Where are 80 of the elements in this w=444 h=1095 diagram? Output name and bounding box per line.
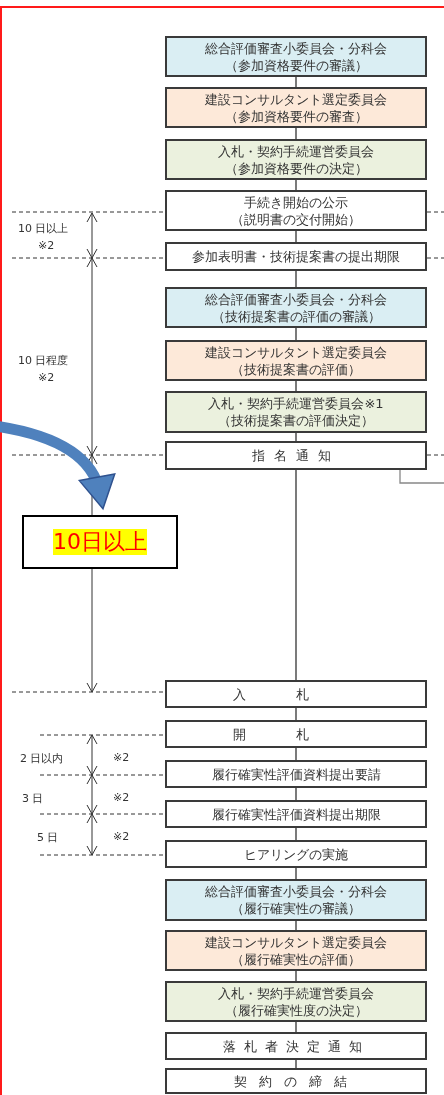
- box-text: 建設コンサルタント選定委員会: [205, 343, 387, 361]
- box-text: 総合評価審査小委員会・分科会: [205, 290, 387, 308]
- committee-box: [165, 36, 427, 77]
- committee-box: [165, 879, 427, 921]
- highlighted-text: 10日以上: [53, 529, 147, 555]
- committee-box: [165, 87, 427, 128]
- committee-box: [165, 287, 427, 328]
- box-text: 建設コンサルタント選定委員会: [205, 933, 387, 951]
- box-text: （参加資格要件の決定）: [224, 159, 368, 177]
- box-text: 履行確実性評価資料提出期限: [211, 805, 381, 823]
- duration-label: 2 日以内: [20, 751, 64, 766]
- connector-line: [295, 270, 297, 288]
- box-text: 入札・契約手続運営委員会※1: [208, 395, 384, 412]
- box-text: 総合評価審査小委員会・分科会: [205, 39, 387, 57]
- note-mark: ※2: [113, 751, 130, 764]
- note-mark: ※2: [113, 830, 130, 843]
- box-text: （履行確実性の評価）: [231, 950, 361, 968]
- process-box: [165, 1068, 427, 1094]
- process-box: [165, 680, 427, 708]
- connector-line: [295, 432, 297, 442]
- box-text: 建設コンサルタント選定委員会: [205, 90, 387, 108]
- connector-line: [295, 469, 297, 681]
- connector-line: [295, 827, 297, 841]
- process-box: [165, 1032, 427, 1060]
- process-box: [165, 720, 427, 748]
- box-text: 手続き開始の公示: [244, 193, 348, 211]
- box-text: 指名通知: [252, 447, 340, 464]
- curved-arrow: [0, 420, 115, 510]
- box-text: （参加資格要件の審議）: [224, 56, 368, 74]
- connector-line: [295, 970, 297, 982]
- process-box: [165, 760, 427, 788]
- box-text: 契約の締結: [233, 1072, 359, 1090]
- box-text: ヒアリングの実施: [244, 845, 348, 863]
- box-text: （技術提案書の評価）: [231, 360, 361, 378]
- box-text: 入札: [233, 685, 359, 703]
- connector-line: [295, 867, 297, 880]
- process-box: [165, 441, 427, 470]
- connector-line: [295, 920, 297, 931]
- note-mark: ※2: [38, 371, 55, 384]
- process-box: [165, 190, 427, 231]
- connector-line: [295, 327, 297, 341]
- box-text: 開札: [233, 725, 359, 743]
- duration-label: 3 日: [22, 791, 44, 806]
- connector-line: [295, 1059, 297, 1069]
- connector-line: [399, 469, 444, 484]
- committee-box: [165, 930, 427, 971]
- connector-line: [295, 787, 297, 801]
- box-text: （説明書の交付開始）: [231, 210, 361, 228]
- process-box: [165, 800, 427, 828]
- note-mark: ※2: [38, 239, 55, 252]
- connector-line: [295, 707, 297, 721]
- box-text: （技術提案書の評価の審議）: [211, 307, 381, 325]
- callout-box: [22, 515, 178, 569]
- process-box: [165, 840, 427, 868]
- box-text: 参加表明書・技術提案書の提出期限: [192, 248, 400, 265]
- committee-box: [165, 391, 427, 433]
- box-text: （技術提案書の評価決定）: [218, 412, 374, 429]
- box-text: （履行確実性度の決定）: [224, 1001, 368, 1019]
- box-text: （参加資格要件の審査）: [224, 107, 368, 125]
- box-text: 履行確実性評価資料提出要請: [211, 765, 381, 783]
- box-text: 入札・契約手続運営委員会: [218, 142, 374, 160]
- committee-box: [165, 340, 427, 381]
- connector-line: [295, 127, 297, 140]
- connector-line: [295, 76, 297, 88]
- connector-line: [295, 179, 297, 191]
- box-text: 総合評価審査小委員会・分科会: [205, 883, 387, 900]
- box-text: 落札者決定通知: [222, 1037, 370, 1055]
- connector-line: [295, 1021, 297, 1033]
- duration-label: 5 日: [37, 830, 59, 845]
- process-box: [165, 242, 427, 271]
- connector-line: [295, 230, 297, 243]
- note-mark: ※2: [113, 791, 130, 804]
- duration-label: 10 日程度: [18, 353, 69, 368]
- duration-label: 10 日以上: [18, 221, 69, 236]
- connector-line: [295, 747, 297, 761]
- committee-box: [165, 981, 427, 1022]
- box-text: （履行確実性の審議）: [231, 900, 361, 917]
- committee-box: [165, 139, 427, 180]
- box-text: 入札・契約手続運営委員会: [218, 984, 374, 1002]
- connector-line: [295, 380, 297, 392]
